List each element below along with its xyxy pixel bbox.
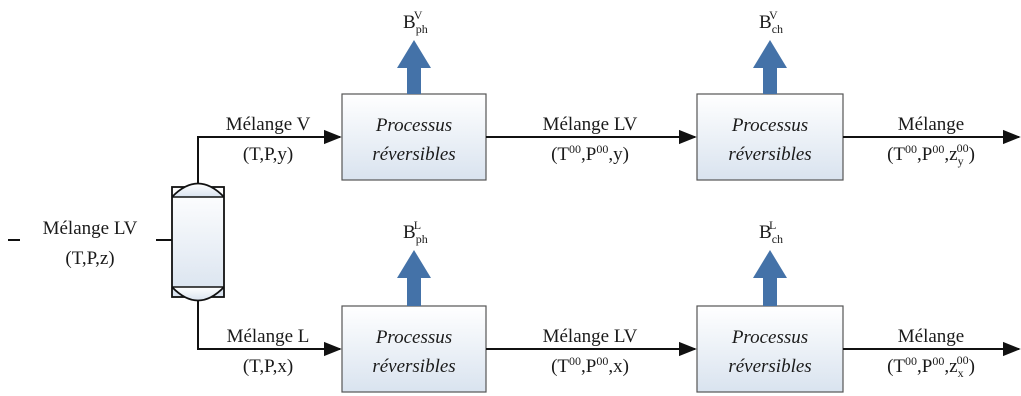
bottom-process-box-1: Processus réversibles [341, 305, 487, 393]
top-outlet-name: Mélange V [226, 114, 311, 135]
top-mid-state: (T00,P00,y) [551, 142, 629, 165]
box-label-line2: réversibles [372, 144, 455, 165]
top-outlet-state: (T,P,y) [243, 144, 293, 165]
top-final-state: (T00,P00,zy00) [887, 141, 975, 168]
box-label-line1: Processus [731, 327, 808, 348]
bottom-process-box-2: Processus réversibles [696, 305, 844, 393]
bottom-exergy-label-1: BphL [403, 218, 428, 246]
box-label-line1: Processus [375, 115, 452, 136]
box-label-line2: réversibles [728, 356, 811, 377]
top-exergy-label-1: BphV [403, 8, 428, 36]
top-mid-name: Mélange LV [543, 114, 638, 135]
top-exergy-arrow-2 [753, 40, 787, 94]
bottom-final-state: (T00,P00,zx00) [887, 353, 975, 380]
bottom-outlet-state: (T,P,x) [243, 356, 293, 377]
liquid-outlet-line [197, 300, 342, 357]
bottom-exergy-arrow-2 [753, 250, 787, 306]
bottom-mid-state: (T00,P00,x) [551, 354, 629, 377]
feed-state-label: (T,P,z) [65, 248, 114, 269]
box-label-line1: Processus [731, 115, 808, 136]
vapour-outlet-line [197, 129, 342, 184]
top-process-box-1: Processus réversibles [341, 93, 487, 181]
bottom-exergy-label-2: BchL [759, 218, 783, 246]
box-label-line2: réversibles [728, 144, 811, 165]
top-exergy-arrow-1 [397, 40, 431, 94]
flash-drum [171, 182, 225, 302]
bottom-final-name: Mélange [898, 326, 964, 347]
feed-name-label: Mélange LV [43, 218, 138, 239]
bottom-outlet-name: Mélange L [227, 326, 310, 347]
top-exergy-label-2: BchV [759, 8, 783, 36]
box-label-line1: Processus [375, 327, 452, 348]
top-final-name: Mélange [898, 114, 964, 135]
top-process-box-2: Processus réversibles [696, 93, 844, 181]
box-label-line2: réversibles [372, 356, 455, 377]
bottom-mid-name: Mélange LV [543, 326, 638, 347]
bottom-exergy-arrow-1 [397, 250, 431, 306]
